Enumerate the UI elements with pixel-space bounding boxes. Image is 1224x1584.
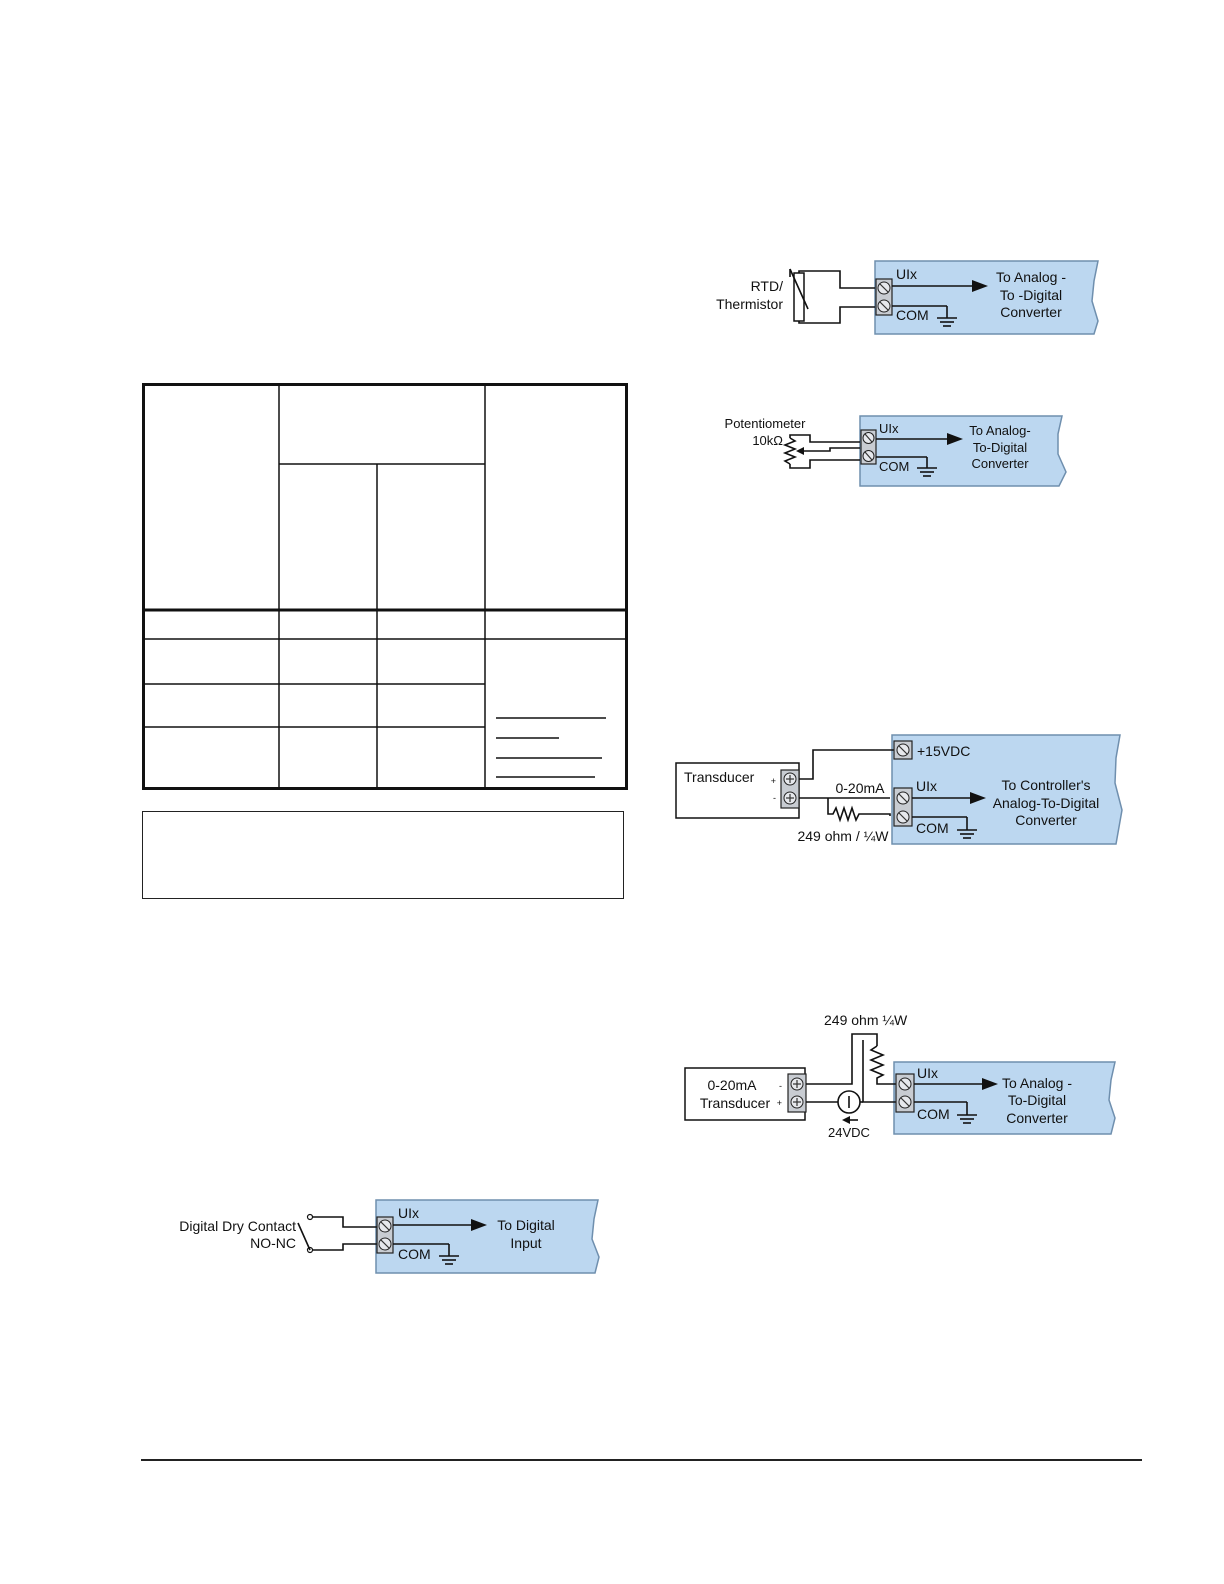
footer-rule: [141, 1459, 1142, 1461]
arrow-right-icon: [972, 280, 988, 292]
minus-label: -: [773, 793, 776, 803]
pot-label-line1: Potentiometer: [725, 416, 807, 431]
uix-label: UIx: [896, 266, 917, 282]
ground-icon: [439, 1244, 459, 1265]
uix-label: UIx: [916, 778, 937, 794]
resistor-symbol: [827, 798, 891, 823]
plus-label: +: [771, 776, 776, 786]
supply-label: +15VDC: [917, 743, 970, 759]
out-line2: To-Digital: [1008, 1092, 1066, 1108]
arrow-right-icon: [970, 792, 986, 804]
arrow-right-icon: [947, 433, 963, 445]
ground-icon: [957, 1102, 977, 1124]
out-line1: To Analog -: [996, 269, 1066, 285]
out-line3: Converter: [1000, 304, 1062, 320]
out-line2: Input: [510, 1235, 541, 1251]
uix-label: UIx: [879, 421, 899, 436]
transducer-15vdc-diagram: Transducer + - 0-20mA 249 ohm / ¼W +15VD…: [675, 734, 1123, 845]
plus-label: +: [777, 1098, 782, 1108]
uix-label: UIx: [398, 1205, 419, 1221]
com-label: COM: [917, 1106, 950, 1122]
out-line3: Converter: [1006, 1110, 1068, 1126]
supply-label: 24VDC: [828, 1125, 870, 1140]
minus-label: -: [779, 1081, 782, 1091]
transducer-box: [675, 762, 800, 819]
out-line1: To Digital: [497, 1217, 555, 1233]
switch-symbol: [297, 1222, 311, 1251]
out-line1: To Analog -: [1002, 1075, 1072, 1091]
com-label: COM: [896, 307, 929, 323]
out-line2: To -Digital: [1000, 287, 1062, 303]
arrow-left-icon: [842, 1116, 850, 1124]
out-line1: To Controller's: [1001, 777, 1090, 793]
transducer-label: Transducer: [684, 769, 755, 785]
note-box: [142, 811, 624, 899]
uix-label: UIx: [917, 1065, 938, 1081]
rtd-label-line2: Thermistor: [716, 296, 783, 312]
contact-label-line1: Digital Dry Contact: [179, 1218, 296, 1234]
potentiometer-symbol: [782, 437, 798, 465]
input-type-table: [142, 383, 628, 790]
resistor-label: 249 ohm / ¼W: [797, 828, 889, 844]
rtd-thermistor-diagram: RTD/ Thermistor UIx COM To Analog - To -…: [716, 260, 1099, 335]
current-label: 0-20mA: [835, 780, 885, 796]
transducer-box: [684, 1067, 806, 1121]
pot-label-line2: 10kΩ: [752, 433, 783, 448]
out-line3: Converter: [1015, 812, 1077, 828]
device-line1: 0-20mA: [707, 1077, 757, 1093]
resistor-symbol: [868, 1045, 896, 1085]
ground-icon: [917, 457, 937, 477]
rtd-label-line1: RTD/: [751, 278, 784, 294]
device-line2: Transducer: [700, 1095, 771, 1111]
ground-icon: [957, 817, 977, 839]
transducer-24vdc-diagram: 249 ohm ¼W 0-20mA Transducer - + 24VDC U…: [684, 1012, 1116, 1140]
arrow-right-icon: [982, 1078, 998, 1090]
com-label: COM: [398, 1246, 431, 1262]
potentiometer-diagram: Potentiometer 10kΩ UIx COM To Analog- To…: [725, 415, 1067, 487]
contact-label-line2: NO-NC: [250, 1235, 296, 1251]
out-line2: To-Digital: [973, 440, 1027, 455]
ground-icon: [937, 306, 957, 327]
arrow-right-icon: [471, 1219, 487, 1231]
com-label: COM: [916, 820, 949, 836]
out-line1: To Analog-: [969, 423, 1030, 438]
com-label: COM: [879, 459, 909, 474]
dry-contact-diagram: Digital Dry Contact NO-NC UIx COM To Dig…: [179, 1199, 600, 1274]
out-line2: Analog-To-Digital: [993, 795, 1100, 811]
resistor-label: 249 ohm ¼W: [824, 1012, 908, 1028]
out-line3: Converter: [971, 456, 1029, 471]
wiper-arrow-icon: [796, 447, 804, 455]
